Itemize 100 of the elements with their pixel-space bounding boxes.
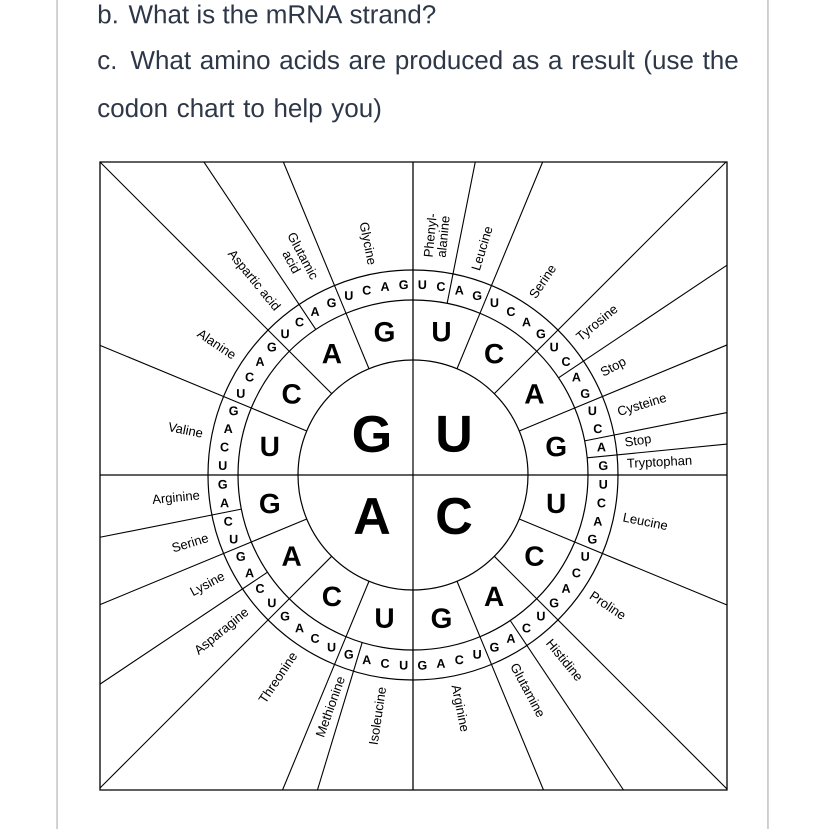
base-letter: C [282,384,301,404]
base-letter: G [327,298,336,308]
base-letter: A [295,624,304,632]
base-letter: C [296,318,304,326]
base-letter: A [245,568,254,578]
base-letter: U [281,330,289,338]
base-letter: G [374,322,394,342]
base-letter: U [268,598,276,608]
amino-acid-label: Valine [169,422,202,438]
base-letter: A [220,498,229,508]
base-letter: G [236,552,245,561]
base-letter: U [218,461,226,470]
base-letter: G [550,598,558,608]
base-letter: G [229,406,238,416]
base-letter: A [484,586,504,606]
base-letter: U [376,608,393,628]
base-letter: U [418,280,426,290]
amino-acid-label: Leucine [623,512,668,530]
base-letter: C [437,498,472,534]
base-letter: G [344,650,353,659]
base-letter: C [322,586,342,606]
base-letter: A [436,659,446,668]
base-letter: G [536,329,546,338]
base-letter: G [418,660,426,670]
base-letter: G [399,280,408,290]
amino-acid-label: Glycine [360,222,374,264]
base-letter: C [506,307,516,316]
base-letter: A [572,372,581,382]
base-letter: C [485,344,504,364]
base-letter: A [455,286,464,294]
base-letter: C [362,286,371,295]
base-letter: C [256,584,264,593]
base-letter: C [224,516,232,526]
base-letter: U [345,291,353,300]
amino-acid-label: Lysine [190,574,224,596]
question-text: b. What is the mRNA strand? [98,4,436,24]
amino-acid-label: Tryptophan [626,456,692,470]
amino-acid-label: Serine [172,536,208,552]
base-letter: U [588,406,596,416]
amino-acid-label: Stop [600,359,626,376]
base-letter: A [522,318,531,326]
base-letter: A [562,584,570,593]
base-letter: U [433,322,450,342]
base-letter: U [237,389,245,398]
base-letter: A [597,442,606,452]
base-letter: U [490,298,498,308]
base-letter: U [261,436,278,456]
base-letter: C [525,546,544,566]
base-letter: G [280,612,290,621]
base-letter: C [572,568,581,578]
base-letter: C [597,498,606,508]
base-letter: A [224,424,232,433]
base-letter: A [282,546,301,566]
base-letter: A [524,384,544,404]
base-letter: A [256,357,264,366]
amino-acid-label: Arginine [152,491,200,506]
base-letter: G [490,642,499,652]
base-letter: G [546,436,566,456]
base-letter: U [548,494,565,514]
base-letter: A [380,282,390,291]
base-letter: G [218,480,227,489]
base-letter: G [580,389,590,398]
base-letter: U [438,416,470,452]
base-letter: C [455,655,464,664]
base-letter: A [310,307,320,316]
base-letter: G [588,534,596,544]
amino-acid-label: Stop [625,436,651,446]
base-letter: U [600,480,608,489]
base-letter: U [473,650,481,659]
base-letter: C [220,442,229,452]
base-letter: C [522,624,531,632]
amino-acid-label: Cysteine [618,396,666,416]
base-letter: A [354,498,390,534]
amino-acid-label: Arginine [452,686,468,732]
base-letter: G [260,494,279,514]
amino-acid-label: Isoleucine [368,688,386,744]
base-letter: U [550,342,558,352]
question-text: c. What amino acids are produced as a result (use the codon chart to help you) [98,50,738,122]
base-letter: C [246,372,254,382]
base-letter: U [537,612,545,620]
base-letter: A [362,656,371,664]
base-letter: C [562,357,570,366]
base-letter: A [506,634,516,643]
base-letter: U [581,552,589,561]
base-letter: A [322,344,342,364]
base-letter: U [400,660,408,670]
base-letter: G [432,608,451,628]
base-letter: G [472,291,482,300]
amino-acid-label: Leucine [471,227,492,270]
base-letter: C [594,424,602,434]
base-letter: U [328,642,336,652]
base-letter: G [268,342,276,352]
base-letter: A [594,517,602,526]
amino-acid-label: Phenyl- alanine [424,214,450,258]
base-letter: G [598,461,608,470]
base-letter: C [381,659,390,668]
base-letter: U [230,534,238,544]
base-letter: G [354,416,389,452]
base-letter: C [311,634,320,643]
base-letter: C [436,282,446,291]
